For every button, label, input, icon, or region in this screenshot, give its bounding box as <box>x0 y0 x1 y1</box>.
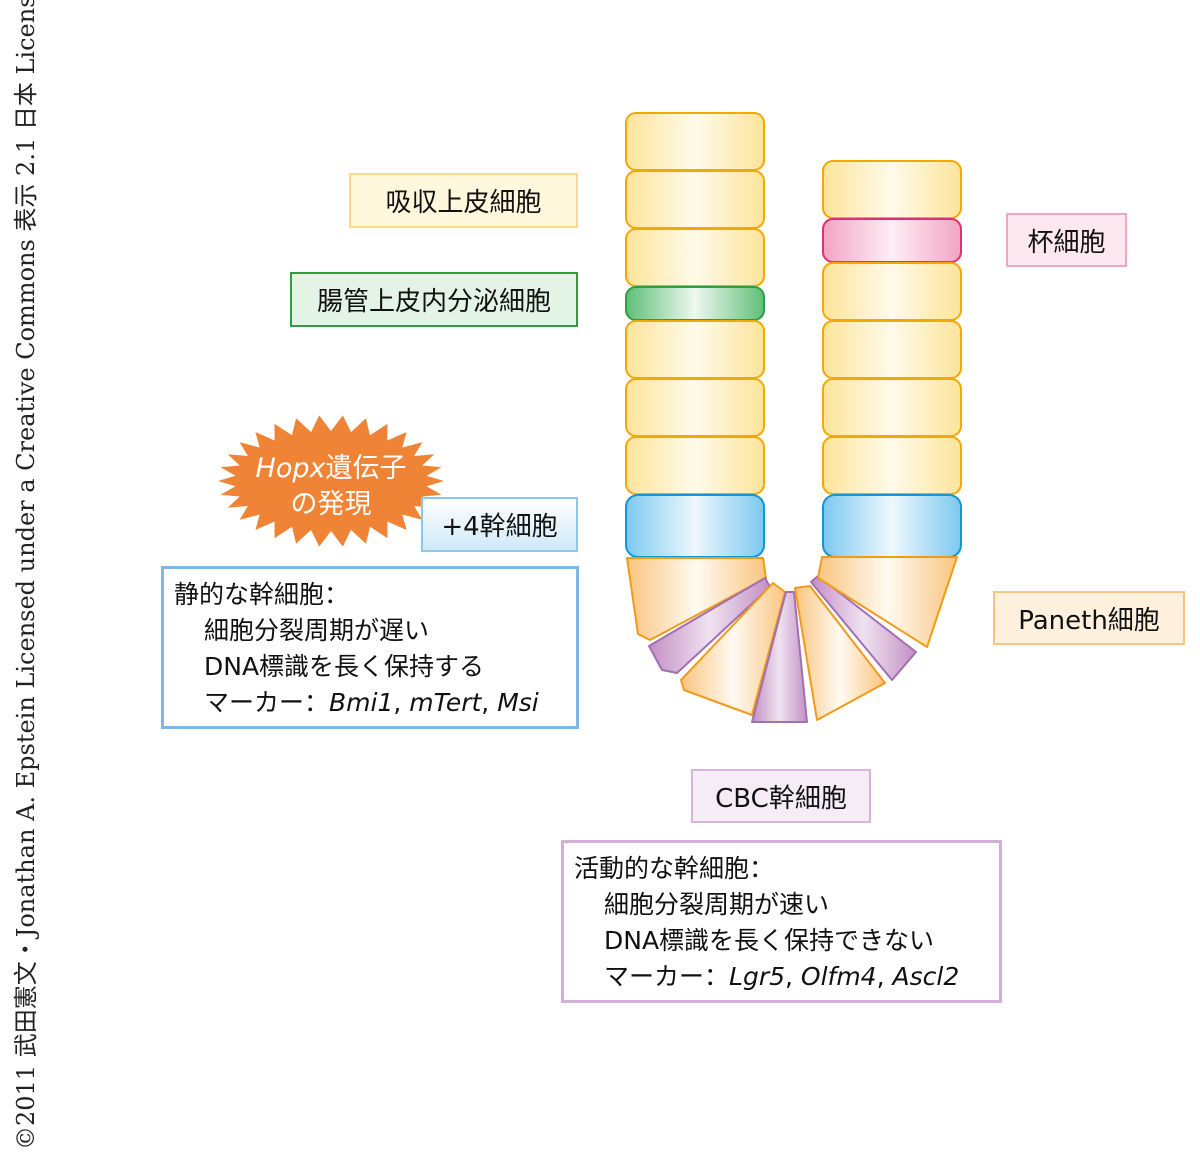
goblet-cell <box>822 218 962 263</box>
absorptive-cell <box>625 436 765 495</box>
absorptive-cell <box>625 170 765 229</box>
paneth-cell <box>680 582 786 716</box>
plus4-stem-cell <box>625 494 765 558</box>
paneth-cell <box>626 557 767 641</box>
absorptive-cell <box>625 112 765 171</box>
active-title: 活動的な幹細胞： <box>574 854 775 883</box>
copyright-credit: ©2011 武田憲文・Jonathan A. Epstein Licensed … <box>12 0 40 1150</box>
burst-text-line1: Hopx遺伝子 <box>256 453 407 484</box>
quiescent-line1: 細胞分裂周期が遅い <box>204 616 430 645</box>
absorptive-cell <box>822 160 962 219</box>
absorptive-cell <box>625 320 765 379</box>
quiescent-markers: マーカー：Bmi1, mTert, Msi <box>204 688 539 717</box>
quiescent-line2: DNA標識を長く保持する <box>204 652 485 681</box>
cbc-stem-cell <box>751 591 808 723</box>
active-line1: 細胞分裂周期が速い <box>604 890 830 919</box>
starburst-shape <box>218 415 444 547</box>
absorptive-cell <box>625 378 765 437</box>
label-enteroendocrine-cell: 腸管上皮内分泌細胞 <box>290 272 578 327</box>
right-villus-cells <box>822 160 962 558</box>
paneth-cell <box>817 556 958 648</box>
active-markers: マーカー：Lgr5, Olfm4, Ascl2 <box>604 962 960 991</box>
burst-text-line2: の発現 <box>291 489 372 520</box>
absorptive-cell <box>822 262 962 321</box>
active-line2: DNA標識を長く保持できない <box>604 926 935 955</box>
label-absorptive-cell: 吸収上皮細胞 <box>349 173 578 228</box>
label-cbc-stem-cell: CBC幹細胞 <box>691 769 871 823</box>
crypt-base-cells <box>626 556 958 723</box>
cbc-stem-cell <box>648 577 771 674</box>
quiescent-title: 静的な幹細胞： <box>174 580 350 609</box>
plus4-stem-cell <box>822 494 962 558</box>
quiescent-stem-cell-box: 静的な幹細胞： 細胞分裂周期が遅い DNA標識を長く保持する マーカー：Bmi1… <box>161 566 579 729</box>
absorptive-cell <box>822 378 962 437</box>
absorptive-cell <box>625 228 765 287</box>
active-stem-cell-box: 活動的な幹細胞： 細胞分裂周期が速い DNA標識を長く保持できない マーカー：L… <box>561 840 1002 1003</box>
label-plus4-stem-cell: +4幹細胞 <box>421 497 578 552</box>
label-paneth-cell: Paneth細胞 <box>993 591 1185 645</box>
absorptive-cell <box>822 320 962 379</box>
label-goblet-cell: 杯細胞 <box>1006 213 1127 267</box>
cbc-stem-cell <box>810 575 917 681</box>
enteroendocrine-cell <box>625 286 765 321</box>
left-villus-cells <box>625 112 765 558</box>
paneth-cell <box>794 585 886 721</box>
absorptive-cell <box>822 436 962 495</box>
